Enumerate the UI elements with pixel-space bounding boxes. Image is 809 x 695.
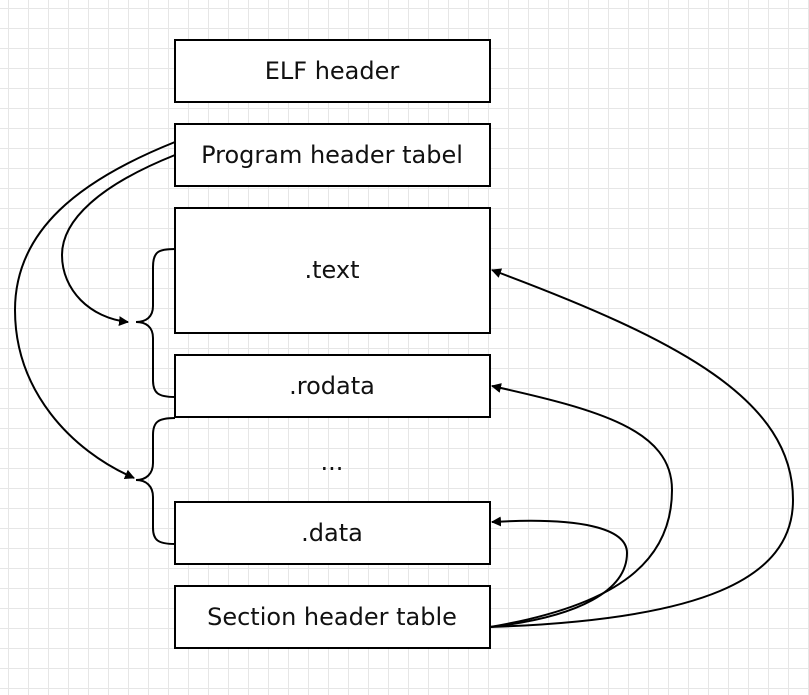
section-header-arrow-rodata (489, 383, 674, 628)
rodata-section-label: .rodata (289, 372, 375, 400)
program-header-table-box: Program header tabel (174, 123, 491, 187)
section-header-table-label: Section header table (207, 603, 457, 631)
data-section-label: .data (301, 519, 363, 547)
section-header-arrow-data (489, 516, 629, 628)
section-header-table-box: Section header table (174, 585, 491, 649)
ellipsis-label: ... (321, 448, 344, 476)
text-section-box: .text (174, 207, 491, 334)
text-section-label: .text (305, 256, 360, 284)
section-header-arrow-text (489, 268, 795, 628)
elf-header-box: ELF header (174, 39, 491, 103)
program-header-arrow-lower (13, 141, 176, 479)
program-header-table-label: Program header tabel (201, 141, 463, 169)
program-header-arrow-upper (60, 154, 176, 327)
elf-header-label: ELF header (265, 57, 400, 85)
data-section-box: .data (174, 501, 491, 565)
segment-brace-lower (135, 417, 176, 545)
segment-brace-upper (135, 248, 176, 398)
rodata-section-box: .rodata (174, 354, 491, 418)
